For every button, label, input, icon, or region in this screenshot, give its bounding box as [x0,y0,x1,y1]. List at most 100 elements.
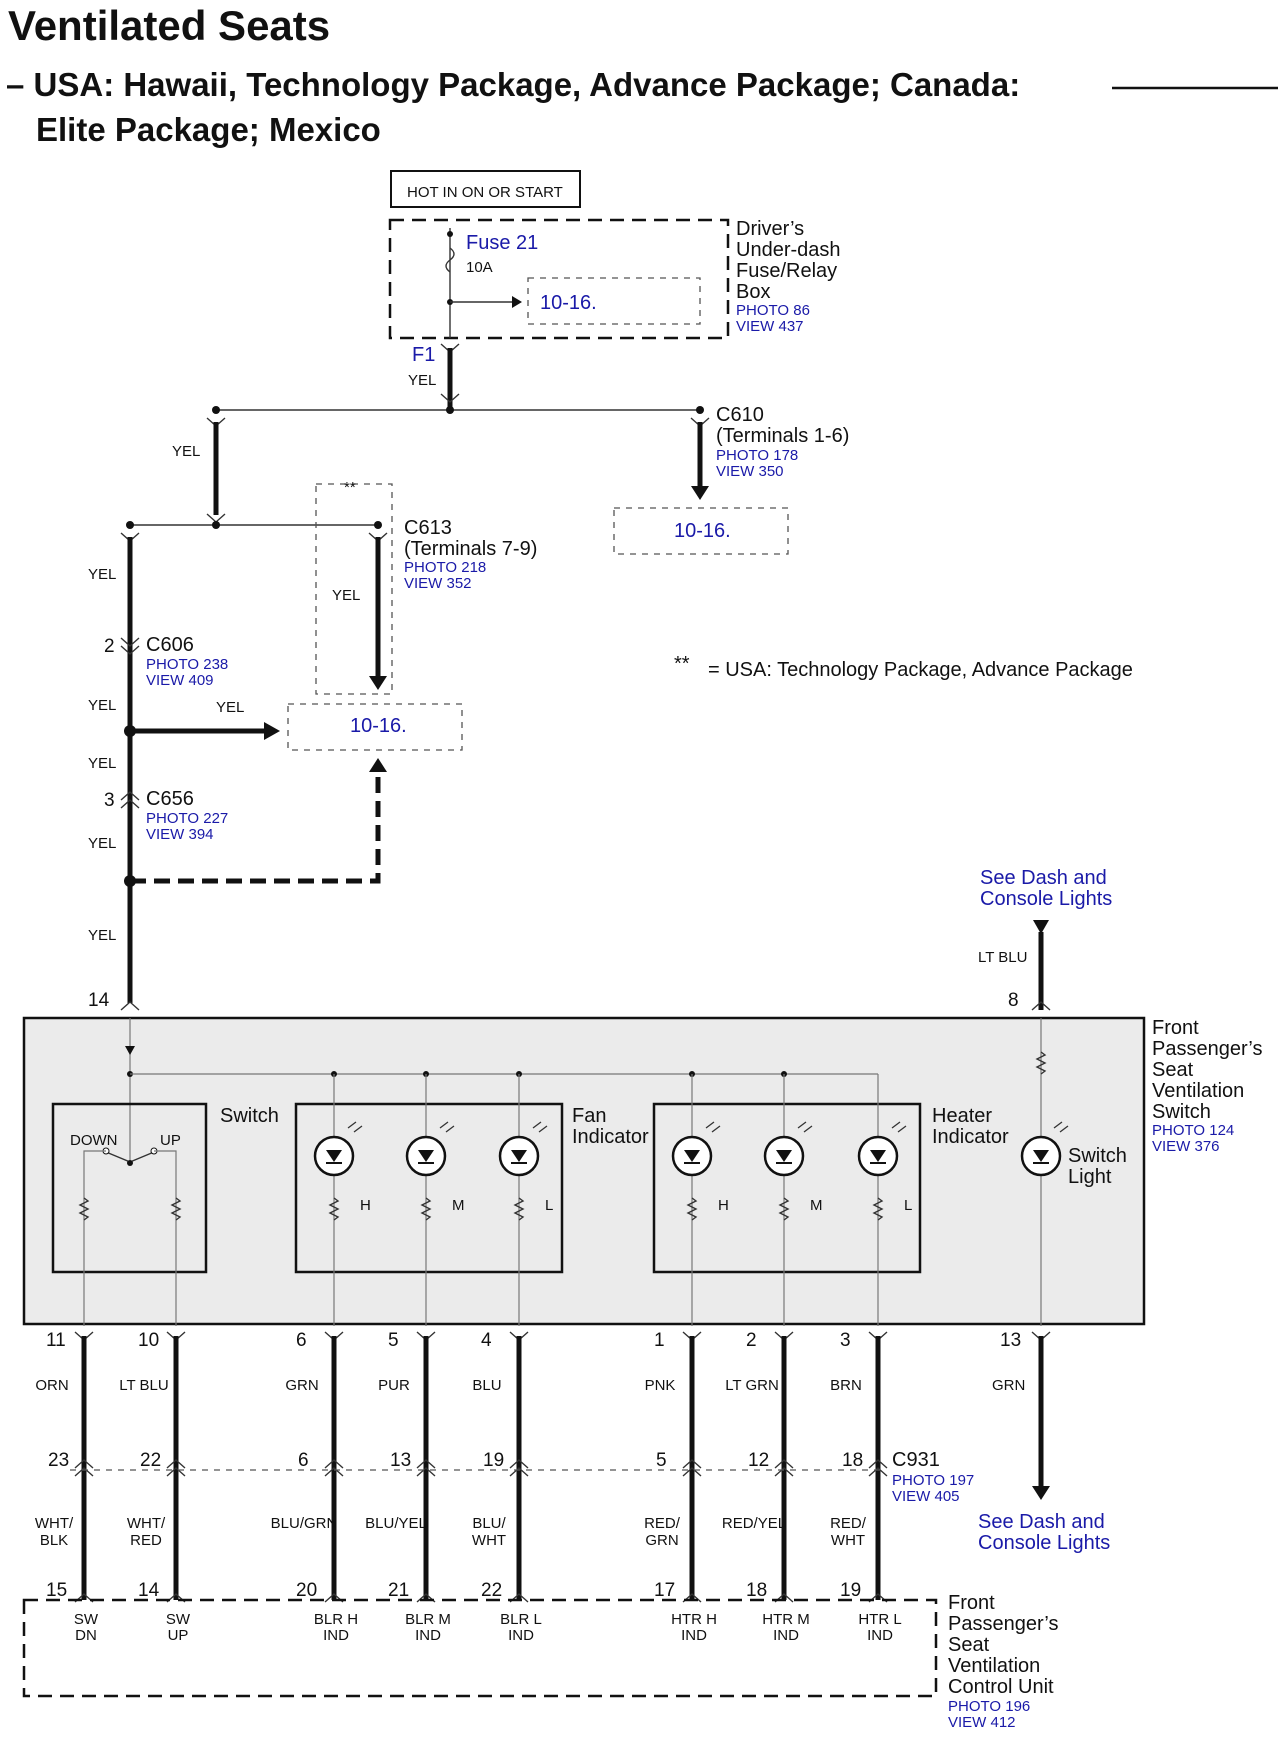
see-dash-bottom-2[interactable]: Console Lights [978,1532,1110,1554]
cu-pin-number: 15 [46,1580,67,1601]
cu-pin-label: DN [75,1627,97,1644]
optional-region [315,483,393,695]
c606-view[interactable]: VIEW 409 [146,672,214,689]
bus-node-left [212,406,220,414]
c656-connector-b [120,799,140,809]
cu-pin-number: 21 [388,1580,409,1601]
heater-resistor-m [778,1197,790,1221]
switch-pin-13: 13 [1000,1330,1021,1351]
main-wire-color-4: YEL [88,835,116,852]
wire-color-lower: BLU/GRN [271,1515,338,1532]
led-rays [705,1121,721,1133]
bus-node-right [696,406,704,414]
c613-photo[interactable]: PHOTO 218 [404,559,486,576]
switch-pin-8: 8 [1008,990,1019,1011]
switch-unit-photo[interactable]: PHOTO 124 [1152,1122,1234,1139]
led-diode [326,1150,342,1162]
c931-connector-b [324,1467,344,1477]
see-dash-top-1[interactable]: See Dash and [980,867,1107,889]
fuse-box-name-3: Fuse/Relay [736,260,837,282]
cu-pin-number: 22 [481,1580,502,1601]
cu-pin-label: BLR H [314,1611,358,1628]
switch-pin-number: 10 [138,1330,159,1351]
c613-terminals: (Terminals 7-9) [404,538,537,560]
center-ref[interactable]: 10-16. [350,715,407,737]
hot-label: HOT IN ON OR START [407,184,563,201]
wire-color-lower: BLK [40,1532,68,1549]
wire-color-lower: WHT/ [35,1515,74,1532]
c606-connector-a [120,637,140,647]
wire-color-upper: GRN [285,1377,318,1394]
mid-node-center [212,521,220,529]
cu-pin-number: 14 [138,1580,160,1601]
mid-node-right [374,521,382,529]
wire-color-upper: PUR [378,1377,410,1394]
switch-up-wire [154,1150,177,1326]
heater-led-l-icon [857,1121,907,1177]
fan-resistor-h [328,1197,340,1221]
control-unit-view[interactable]: VIEW 412 [948,1714,1016,1731]
led-diode [776,1150,792,1162]
c606-photo[interactable]: PHOTO 238 [146,656,228,673]
switch-unit-name-4: Ventilation [1152,1080,1244,1102]
control-unit-photo[interactable]: PHOTO 196 [948,1698,1030,1715]
control-unit-name-4: Ventilation [948,1655,1040,1677]
wire-color-lower: RED [130,1532,162,1549]
switch-pin-number: 6 [296,1330,307,1351]
c931-connector [74,1459,94,1469]
c610-ref-box [613,507,789,555]
fuse-name: Fuse 21 [466,232,538,254]
heater-led-h-icon [671,1121,721,1177]
c931-photo[interactable]: PHOTO 197 [892,1472,974,1489]
c931-connector-b [509,1467,529,1477]
c656-view[interactable]: VIEW 394 [146,826,214,843]
c931-connector [509,1459,529,1469]
control-unit-name-1: Front [948,1592,995,1614]
wire-color-upper: BLU [472,1377,501,1394]
led-rays [891,1121,907,1133]
wire-color-lower: RED/YEL [722,1515,786,1532]
fuse-ref-box [527,277,701,325]
bus-node-center [446,406,454,414]
fuse-box-photo[interactable]: PHOTO 86 [736,302,810,319]
fuse-box-name-2: Under-dash [736,239,841,261]
heater-indicator-box [652,1102,922,1274]
wire-color-upper: BRN [830,1377,862,1394]
c656-photo[interactable]: PHOTO 227 [146,810,228,827]
fuse-symbol [445,247,455,273]
led-diode [511,1150,527,1162]
wire-color-lower: GRN [645,1532,678,1549]
c931-connector [324,1459,344,1469]
switch-pin-number: 2 [746,1330,757,1351]
see-dash-top-2[interactable]: Console Lights [980,888,1112,910]
c610-photo[interactable]: PHOTO 178 [716,447,798,464]
c606-name: C606 [146,634,194,656]
c613-view[interactable]: VIEW 352 [404,575,472,592]
led-rays [439,1121,455,1133]
c610-ref[interactable]: 10-16. [674,520,731,542]
subtitle-line-1: – USA: Hawaii, Technology Package, Advan… [6,66,1020,103]
fan-resistor-l [513,1197,525,1221]
led-rays [797,1121,813,1133]
fuse-branch-arrow [512,296,522,308]
c931-view[interactable]: VIEW 405 [892,1488,960,1505]
cu-pin-number: 19 [840,1580,861,1601]
c931-connector [166,1459,186,1469]
switch-unit-view[interactable]: VIEW 376 [1152,1138,1220,1155]
wire-color-upper: ORN [35,1377,68,1394]
c931-name: C931 [892,1449,940,1471]
c610-view[interactable]: VIEW 350 [716,463,784,480]
feed-arrow [125,1046,135,1055]
fuse-box-view[interactable]: VIEW 437 [736,318,804,335]
center-ref-box [287,703,463,751]
main-wire-color-3: YEL [88,755,116,772]
switch-light-label-2: Light [1068,1166,1112,1188]
see-dash-bottom-1[interactable]: See Dash and [978,1511,1105,1533]
cu-pin-label: HTR L [858,1611,901,1628]
c931-connector [774,1459,794,1469]
c931-pin-number: 18 [842,1450,863,1471]
fuse-ref[interactable]: 10-16. [540,292,597,314]
